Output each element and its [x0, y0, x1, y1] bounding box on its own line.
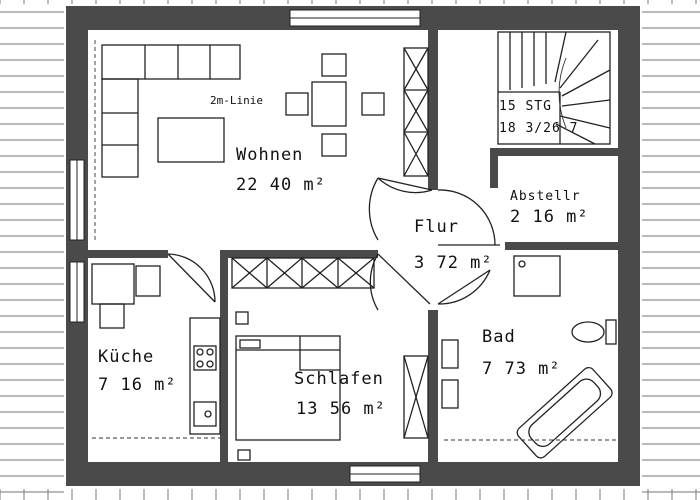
room-name-kueche: Küche [98, 347, 154, 367]
room-name-wohnen: Wohnen [236, 145, 303, 165]
doors [167, 177, 500, 311]
bedroom-furniture [231, 257, 429, 461]
kitchen-counter [189, 317, 221, 435]
toilet [571, 319, 617, 345]
nightstand-bottom [237, 449, 251, 461]
room-area-wohnen: 22 40 m² [236, 175, 326, 195]
interior-walls [88, 30, 618, 462]
coffee-table [157, 117, 225, 163]
dining-set [285, 53, 385, 157]
washbasins [441, 339, 459, 409]
sofa [101, 44, 241, 178]
kitchen-furniture [91, 263, 221, 439]
bedroom-wardrobe [231, 257, 375, 289]
bed [235, 335, 341, 441]
bedroom-cabinet [403, 355, 429, 439]
room-labels: 2m-Linie 15 STG 18 3/26 7 Wohnen 22 40 m… [98, 94, 589, 419]
stair-dimension-label: 18 3/26 7 [499, 121, 578, 136]
room-area-flur: 3 72 m² [414, 253, 493, 273]
stair-steps-label: 15 STG [499, 99, 552, 114]
windows [69, 9, 421, 483]
room-area-bad: 7 73 m² [482, 359, 561, 379]
bathtub [516, 366, 613, 459]
window-left-upper [69, 159, 85, 241]
bathroom-fixtures [441, 255, 617, 459]
room-name-abstellr: Abstellr [510, 189, 581, 204]
nightstand-left [235, 311, 249, 325]
room-area-kueche: 7 16 m² [98, 375, 177, 395]
window-top-left [289, 9, 421, 27]
living-room-furniture [94, 40, 429, 240]
wall-cabinet [403, 47, 429, 177]
shower [513, 255, 561, 297]
room-name-schlafen: Schlafen [294, 369, 384, 389]
room-name-bad: Bad [482, 327, 516, 347]
staircase [497, 31, 611, 145]
stove-icon [193, 345, 217, 371]
kitchen-table [91, 263, 135, 305]
knee-wall-line-label: 2m-Linie [210, 94, 263, 107]
room-area-schlafen: 13 56 m² [296, 399, 386, 419]
window-left-lower [69, 261, 85, 323]
room-area-abstellr: 2 16 m² [510, 207, 589, 227]
window-bottom-center [349, 465, 421, 483]
sink-icon [193, 401, 217, 427]
room-name-flur: Flur [414, 217, 459, 237]
